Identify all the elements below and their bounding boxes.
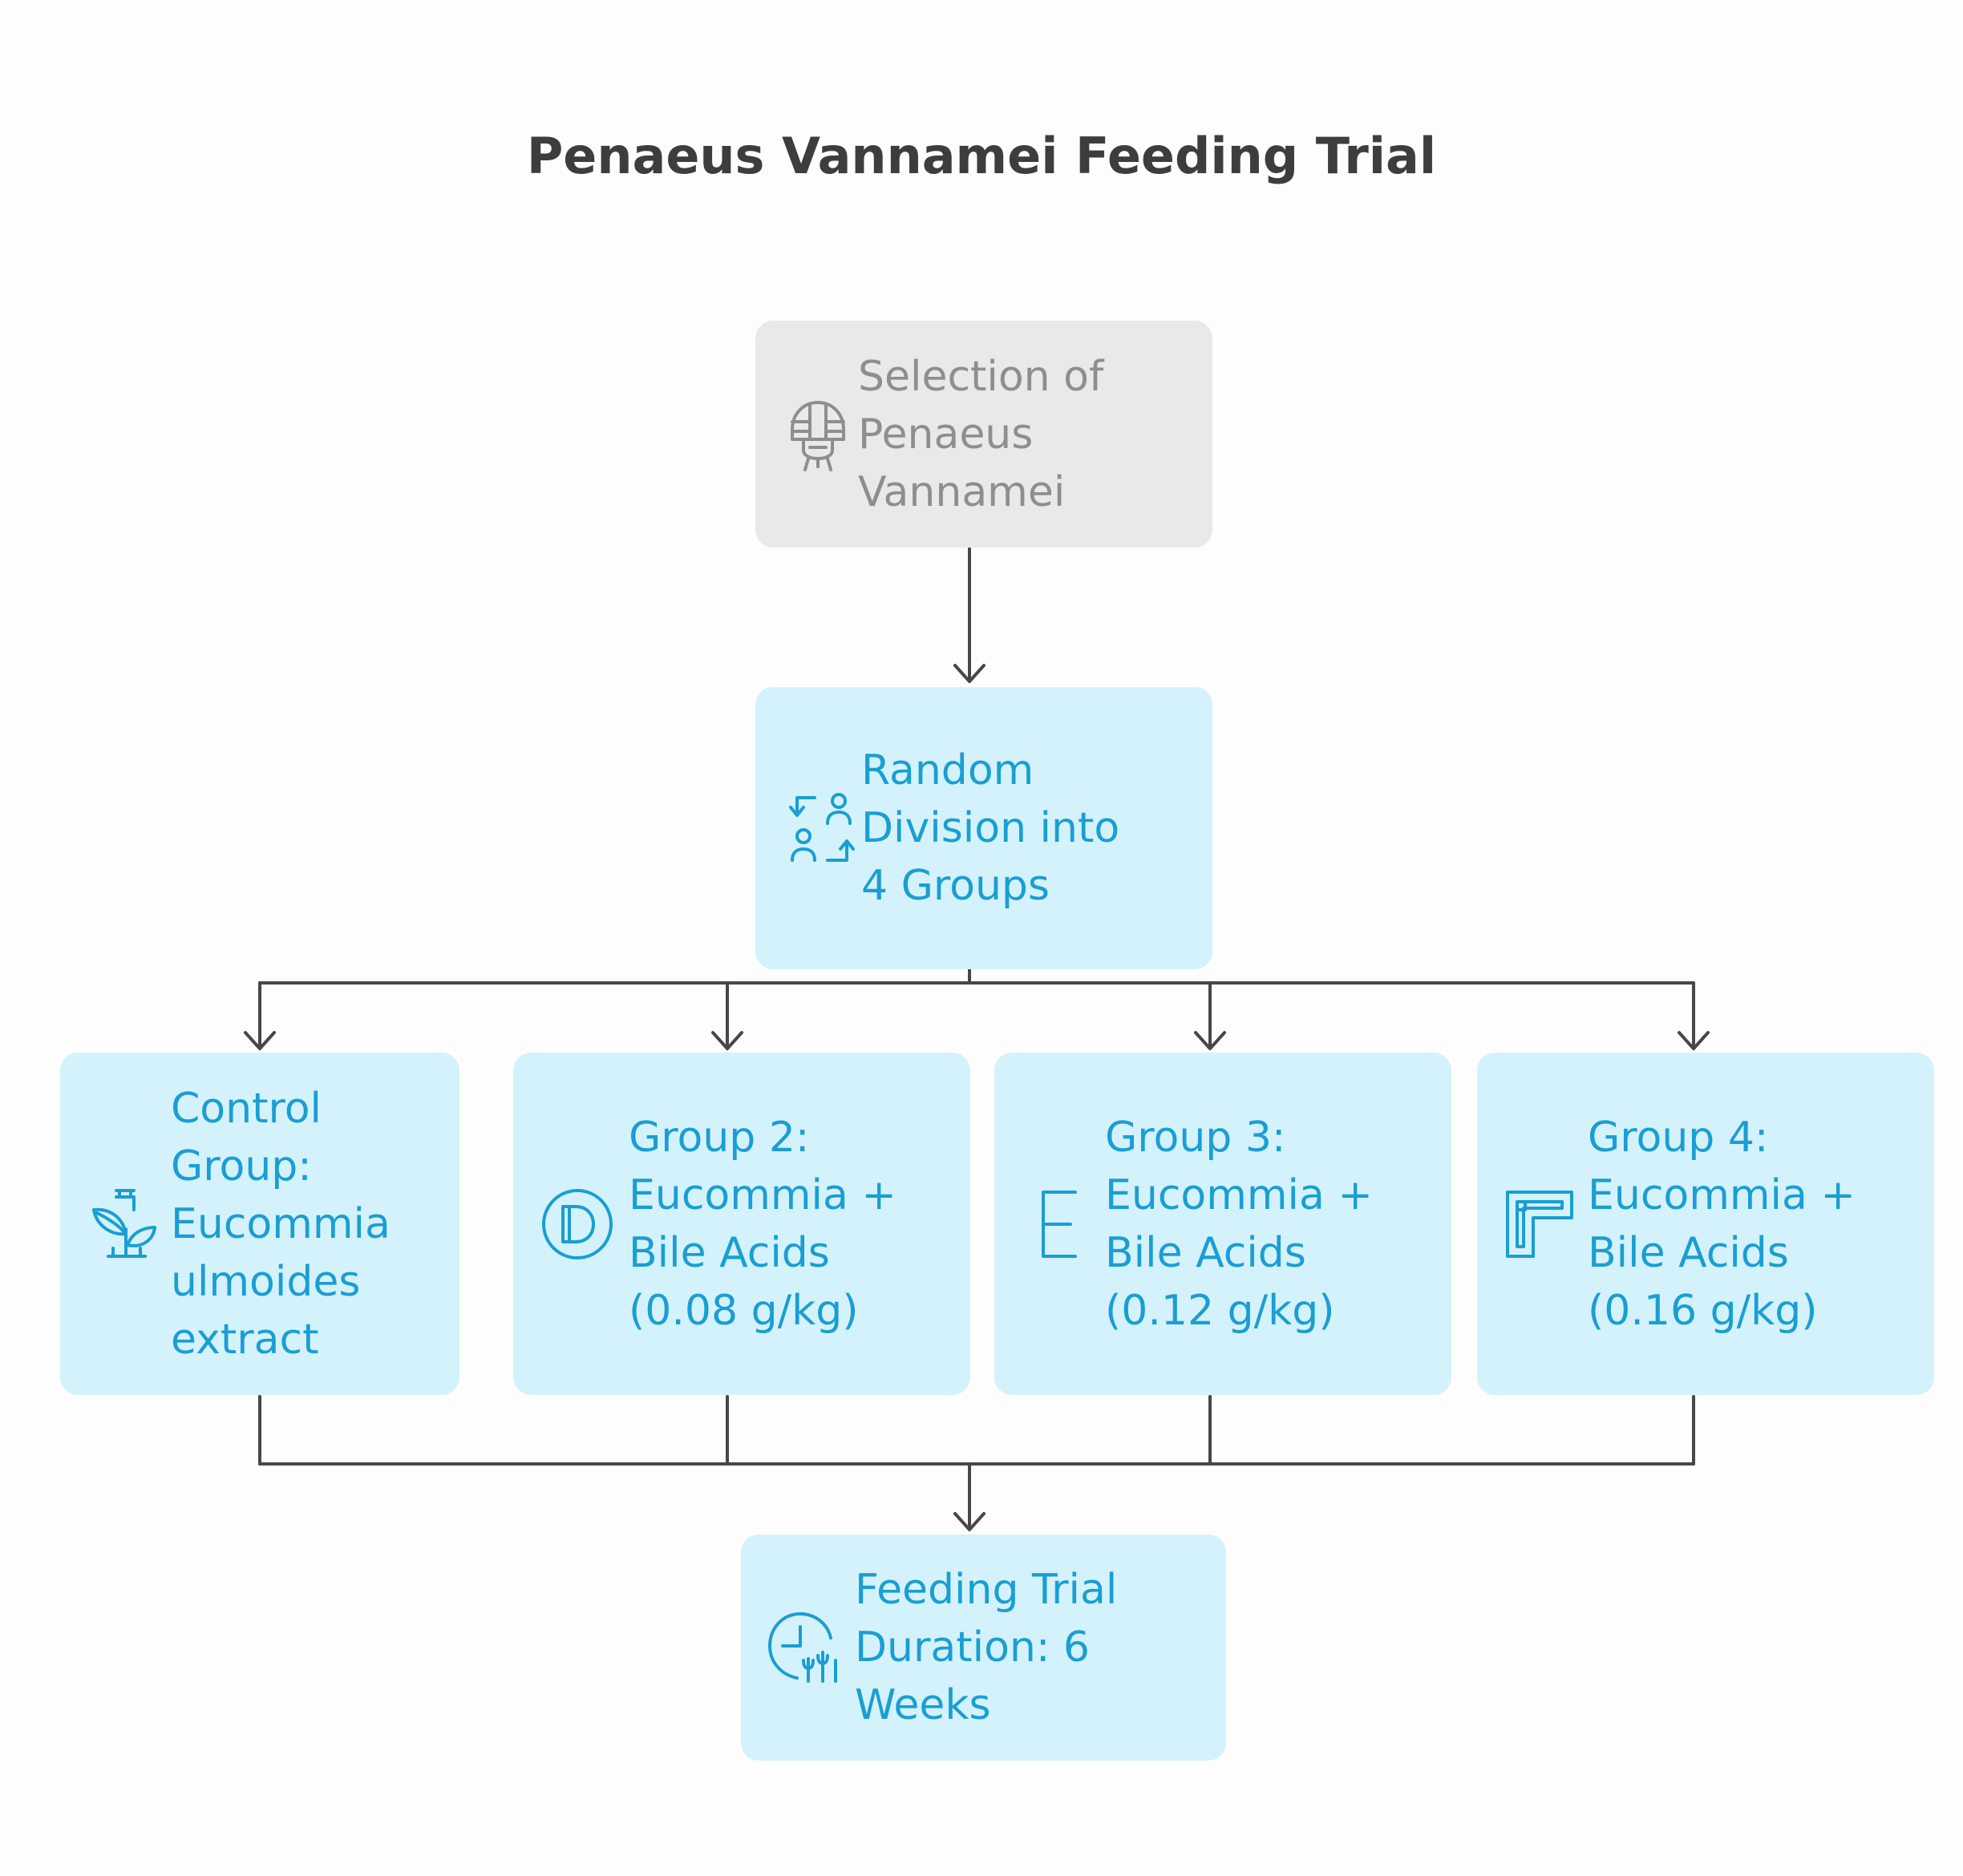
node-trial: Feeding Trial Duration: 6 Weeks	[741, 1534, 1226, 1761]
node-group3: Group 3: Eucommia + Bile Acids (0.12 g/k…	[994, 1053, 1451, 1395]
arrowhead-division	[953, 664, 986, 683]
arrowhead-group2	[711, 1031, 743, 1050]
clock-growth-icon	[765, 1609, 845, 1686]
group4-label: Group 4: Eucommia + Bile Acids (0.16 g/k…	[1588, 1113, 1856, 1335]
plant-flask-icon	[87, 1186, 160, 1263]
node-division: Random Division into 4 Groups	[755, 687, 1212, 969]
diagram-title: Penaeus Vannamei Feeding Trial	[526, 127, 1437, 185]
arrowhead-control	[244, 1031, 276, 1050]
letter-e-icon	[1030, 1186, 1089, 1263]
node-group4: Group 4: Eucommia + Bile Acids (0.16 g/k…	[1477, 1053, 1934, 1395]
node-selection: Selection of Penaeus Vannamei	[755, 321, 1212, 548]
control-label: Control Group: Eucommia ulmoides extract	[171, 1084, 391, 1364]
node-group2: Group 2: Eucommia + Bile Acids (0.08 g/k…	[513, 1053, 970, 1395]
shrimp-icon	[784, 394, 852, 475]
pipe-corner-icon	[1500, 1186, 1580, 1263]
trial-label: Feeding Trial Duration: 6 Weeks	[855, 1566, 1118, 1729]
selection-label: Selection of Penaeus Vannamei	[858, 352, 1104, 516]
arrowhead-trial	[953, 1512, 986, 1531]
group3-label: Group 3: Eucommia + Bile Acids (0.12 g/k…	[1105, 1113, 1373, 1335]
arrowhead-group3	[1194, 1031, 1226, 1050]
circle-letter-d-icon	[537, 1186, 617, 1263]
node-control: Control Group: Eucommia ulmoides extract	[60, 1053, 459, 1395]
arrowhead-group4	[1678, 1031, 1710, 1050]
division-label: Random Division into 4 Groups	[861, 746, 1120, 910]
group2-label: Group 2: Eucommia + Bile Acids (0.08 g/k…	[629, 1113, 897, 1335]
swap-people-icon	[784, 791, 861, 865]
